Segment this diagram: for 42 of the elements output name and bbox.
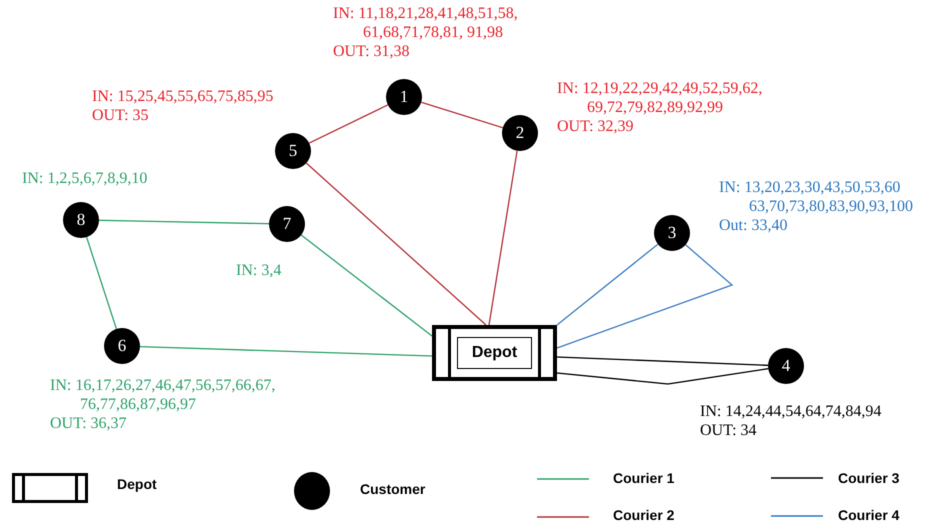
route-stop-note: IN: 12,19,22,29,42,49,52,59,62, 69,72,79,82,89,92,99 <box>557 79 764 117</box>
depot-box <box>432 325 557 381</box>
customer-node: 7 <box>269 206 305 242</box>
customer-node: 1 <box>386 79 422 115</box>
route-stop-note: OUT: 31,38 <box>333 42 411 61</box>
legend-label: Courier 2 <box>613 507 674 523</box>
legend-label: Courier 4 <box>838 507 900 523</box>
route-stop-note: IN: 1,2,5,6,7,8,9,10 <box>22 169 148 188</box>
legend-label: Depot <box>117 476 157 492</box>
route-stop-note: Out: 33,40 <box>719 216 788 235</box>
depot-label: Depot <box>456 337 532 369</box>
legend-label: Customer <box>360 481 426 497</box>
customer-node: 6 <box>104 328 140 364</box>
route-stop-note: IN: 14,24,44,54,64,74,84,94 <box>700 402 882 421</box>
route-line <box>140 346 432 357</box>
route-line <box>556 368 768 385</box>
legend-label: Courier 3 <box>838 470 900 486</box>
customer-node: 8 <box>63 202 99 238</box>
route-stop-note: IN: 13,20,23,30,43,50,53,60 63,70,73,80,83,90,93,100 <box>719 178 914 216</box>
route-line <box>86 236 118 330</box>
legend-label: Courier 1 <box>613 470 674 486</box>
route-stop-note: IN: 11,18,21,28,41,48,51,58, 61,68,71,78,81, 91,98 <box>333 4 519 42</box>
route-line <box>556 244 658 326</box>
customer-node: 5 <box>275 133 311 169</box>
customer-node: 2 <box>502 115 538 151</box>
customer-node: 3 <box>654 215 690 251</box>
route-line <box>556 356 768 366</box>
route-line <box>300 234 432 337</box>
customer-node: 4 <box>768 348 804 384</box>
route-line <box>421 102 503 128</box>
route-stop-note: IN: 15,25,45,55,65,75,85,95 <box>92 87 274 106</box>
route-stop-note: OUT: 34 <box>700 421 758 440</box>
route-stop-note: OUT: 35 <box>92 106 150 125</box>
route-stop-note: IN: 16,17,26,27,46,47,56,57,66,67, 76,77,86,87,96,97 <box>50 376 276 414</box>
route-line <box>488 150 518 326</box>
route-stop-note: OUT: 36,37 <box>50 414 128 433</box>
route-line <box>556 244 734 349</box>
route-line <box>308 104 388 144</box>
route-stop-note: IN: 3,4 <box>236 261 282 280</box>
route-stop-note: OUT: 32,39 <box>557 117 635 136</box>
route-line <box>98 220 270 224</box>
route-line <box>306 162 486 326</box>
